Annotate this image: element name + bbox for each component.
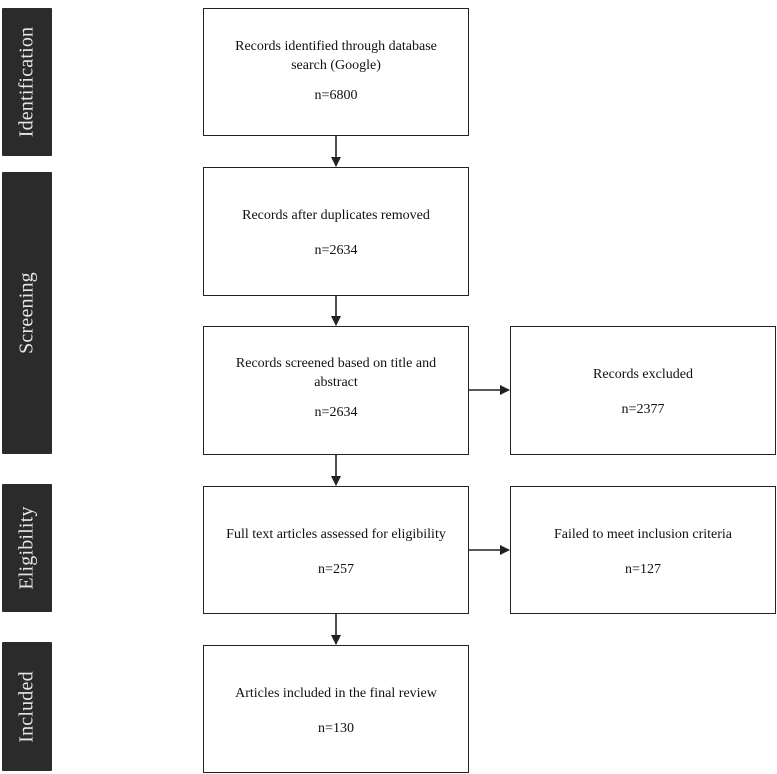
box-records-excluded-count: n=2377 xyxy=(621,402,665,417)
box-records-identified: Records identified through database sear… xyxy=(203,8,469,136)
box-failed-criteria-title: Failed to meet inclusion criteria xyxy=(553,527,733,542)
box-records-excluded-title: Records excluded xyxy=(593,367,693,382)
stage-eligibility: Eligibility xyxy=(2,484,52,612)
box-failed-criteria: Failed to meet inclusion criteria n=127 xyxy=(510,486,776,614)
box-fulltext-assessed-title: Full text articles assessed for eligibil… xyxy=(226,527,446,542)
box-records-identified-count: n=6800 xyxy=(314,88,358,103)
box-records-identified-title: Records identified through database sear… xyxy=(235,39,437,73)
box-failed-criteria-count: n=127 xyxy=(625,562,661,577)
box-articles-included-count: n=130 xyxy=(318,721,354,736)
box-records-screened-title: Records screened based on title and abst… xyxy=(235,356,437,390)
stage-identification: Identification xyxy=(2,8,52,156)
box-articles-included: Articles included in the final review n=… xyxy=(203,645,469,773)
box-records-screened-count: n=2634 xyxy=(314,405,358,420)
stage-screening: Screening xyxy=(2,172,52,454)
box-records-excluded: Records excluded n=2377 xyxy=(510,326,776,455)
box-fulltext-assessed-count: n=257 xyxy=(318,562,354,577)
box-articles-included-title: Articles included in the final review xyxy=(235,686,437,701)
box-fulltext-assessed: Full text articles assessed for eligibil… xyxy=(203,486,469,614)
box-records-deduplicated-title: Records after duplicates removed xyxy=(242,208,430,223)
box-records-screened: Records screened based on title and abst… xyxy=(203,326,469,455)
stage-included: Included xyxy=(2,642,52,771)
box-records-deduplicated: Records after duplicates removed n=2634 xyxy=(203,167,469,296)
box-records-deduplicated-count: n=2634 xyxy=(314,243,358,258)
